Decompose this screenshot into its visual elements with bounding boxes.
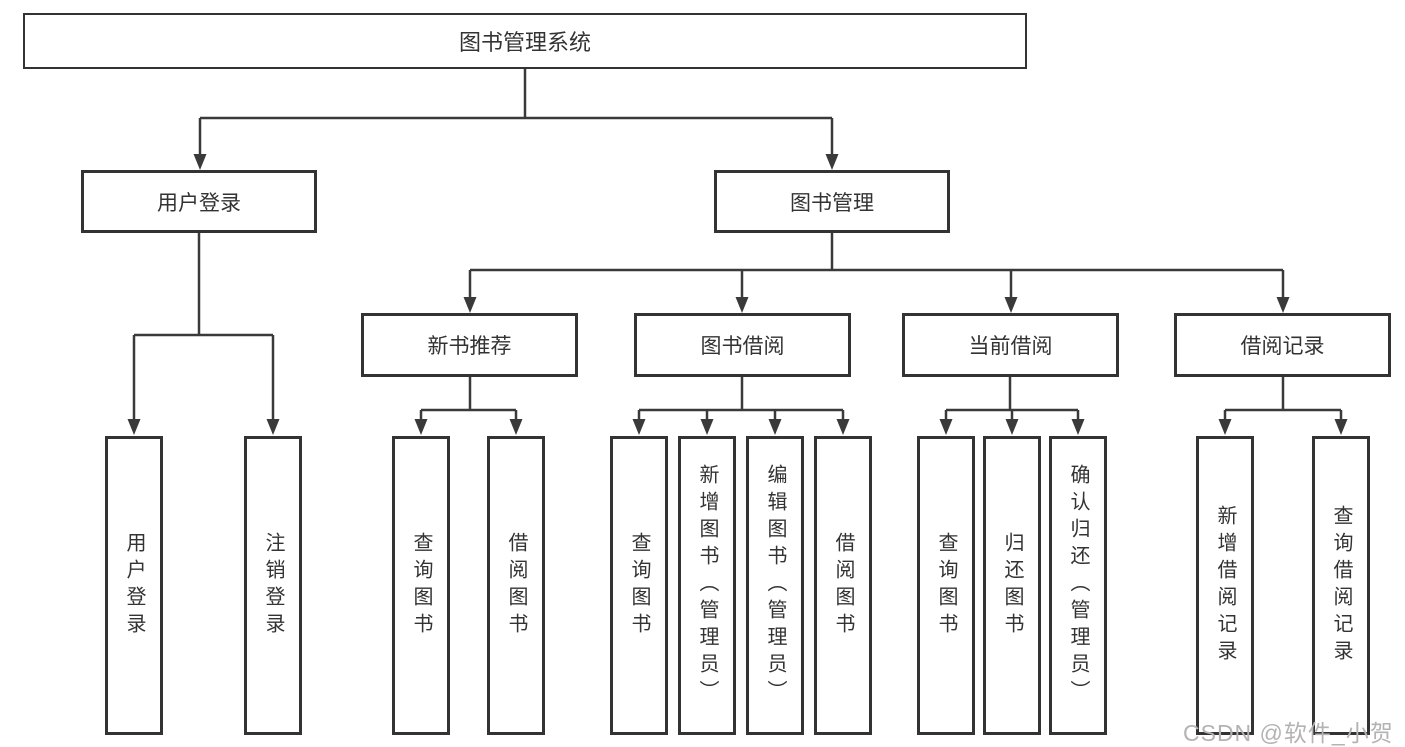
leaf-add-books-admin: 新增图书（管理员） (678, 436, 736, 735)
node-book-borrowing: 图书借阅 (634, 313, 851, 377)
node-user-login: 用户登录 (81, 170, 317, 233)
leaf-query-books-recommend: 查询图书 (392, 436, 450, 735)
leaf-label: 借阅图书 (505, 531, 527, 640)
leaf-add-borrow-record: 新增借阅记录 (1196, 436, 1254, 735)
leaf-label: 查询图书 (935, 531, 957, 640)
node-label: 新书推荐 (427, 335, 512, 358)
leaf-query-books-current: 查询图书 (917, 436, 975, 735)
leaf-label: 借阅图书 (832, 531, 854, 640)
node-label: 图书管理 (790, 191, 874, 215)
node-library-management-system: 图书管理系统 (23, 13, 1027, 69)
node-new-book-recommendation: 新书推荐 (361, 313, 578, 377)
leaf-user-login: 用户登录 (105, 436, 163, 735)
leaf-label: 归还图书 (1001, 531, 1023, 640)
leaf-label: 新增借阅记录 (1214, 504, 1236, 667)
leaf-label: 注销登录 (262, 531, 284, 640)
leaf-label: 查询借阅记录 (1330, 504, 1352, 667)
leaf-label: 编辑图书（管理员） (764, 464, 786, 707)
leaf-borrow-books: 借阅图书 (814, 436, 872, 735)
node-label: 当前借阅 (968, 335, 1053, 358)
leaf-query-borrow-record: 查询借阅记录 (1312, 436, 1370, 735)
node-label: 借阅记录 (1240, 335, 1325, 358)
leaf-borrow-books-recommend: 借阅图书 (487, 436, 545, 735)
node-book-management: 图书管理 (714, 170, 950, 233)
node-label: 图书管理系统 (458, 30, 591, 55)
csdn-watermark: CSDN @软件_小贺同学 (1183, 720, 1394, 746)
node-label: 用户登录 (157, 191, 241, 215)
leaf-edit-books-admin: 编辑图书（管理员） (746, 436, 804, 735)
node-borrowing-records: 借阅记录 (1174, 313, 1391, 377)
node-label: 图书借阅 (700, 335, 785, 358)
leaf-label: 新增图书（管理员） (696, 464, 718, 707)
leaf-label: 查询图书 (410, 531, 432, 640)
leaf-return-books: 归还图书 (983, 436, 1041, 735)
leaf-logout: 注销登录 (244, 436, 302, 735)
leaf-label: 用户登录 (123, 531, 145, 640)
leaf-label: 查询图书 (628, 531, 650, 640)
leaf-query-books-borrow: 查询图书 (610, 436, 668, 735)
node-current-borrowing: 当前借阅 (902, 313, 1119, 377)
leaf-label: 确认归还（管理员） (1067, 464, 1089, 707)
leaf-confirm-return-admin: 确认归还（管理员） (1049, 436, 1107, 735)
